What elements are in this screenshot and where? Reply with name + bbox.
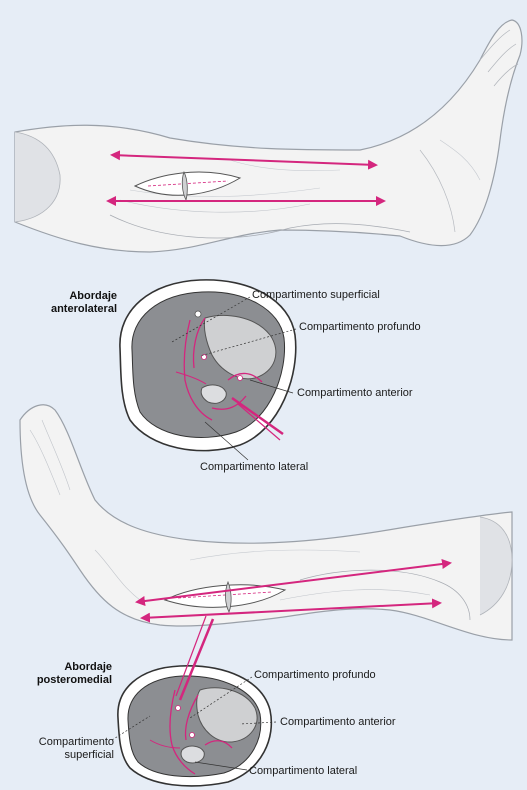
top-approach-title: Abordaje anterolateral: [40, 290, 117, 316]
bottom-label-lateral: Compartimento lateral: [249, 765, 357, 778]
bottom-label-superficial-line2: superficial: [16, 749, 114, 762]
bottom-label-profundo: Compartimento profundo: [254, 669, 376, 682]
bottom-approach-title-line2: posteromedial: [14, 674, 112, 687]
top-approach-title-line1: Abordaje: [40, 290, 117, 303]
bottom-label-anterior: Compartimento anterior: [280, 716, 396, 729]
top-label-superficial: Compartimento superficial: [252, 289, 380, 302]
lower-leg-medial-view: [20, 405, 512, 640]
bottom-label-superficial: Compartimento superficial: [16, 736, 114, 762]
bottom-approach-title-line1: Abordaje: [14, 661, 112, 674]
top-approach-title-line2: anterolateral: [40, 303, 117, 316]
bottom-label-superficial-line1: Compartimento: [16, 736, 114, 749]
upper-cross-section: [120, 280, 296, 460]
top-label-profundo: Compartimento profundo: [299, 321, 421, 334]
top-label-lateral: Compartimento lateral: [200, 461, 308, 474]
upper-leg-silhouette: [15, 20, 522, 252]
upper-leg-lateral-view: [15, 20, 522, 252]
lower-cross-section: [112, 616, 276, 786]
lower-leg-silhouette: [20, 405, 512, 640]
top-label-anterior: Compartimento anterior: [297, 387, 413, 400]
bottom-approach-title: Abordaje posteromedial: [14, 661, 112, 687]
